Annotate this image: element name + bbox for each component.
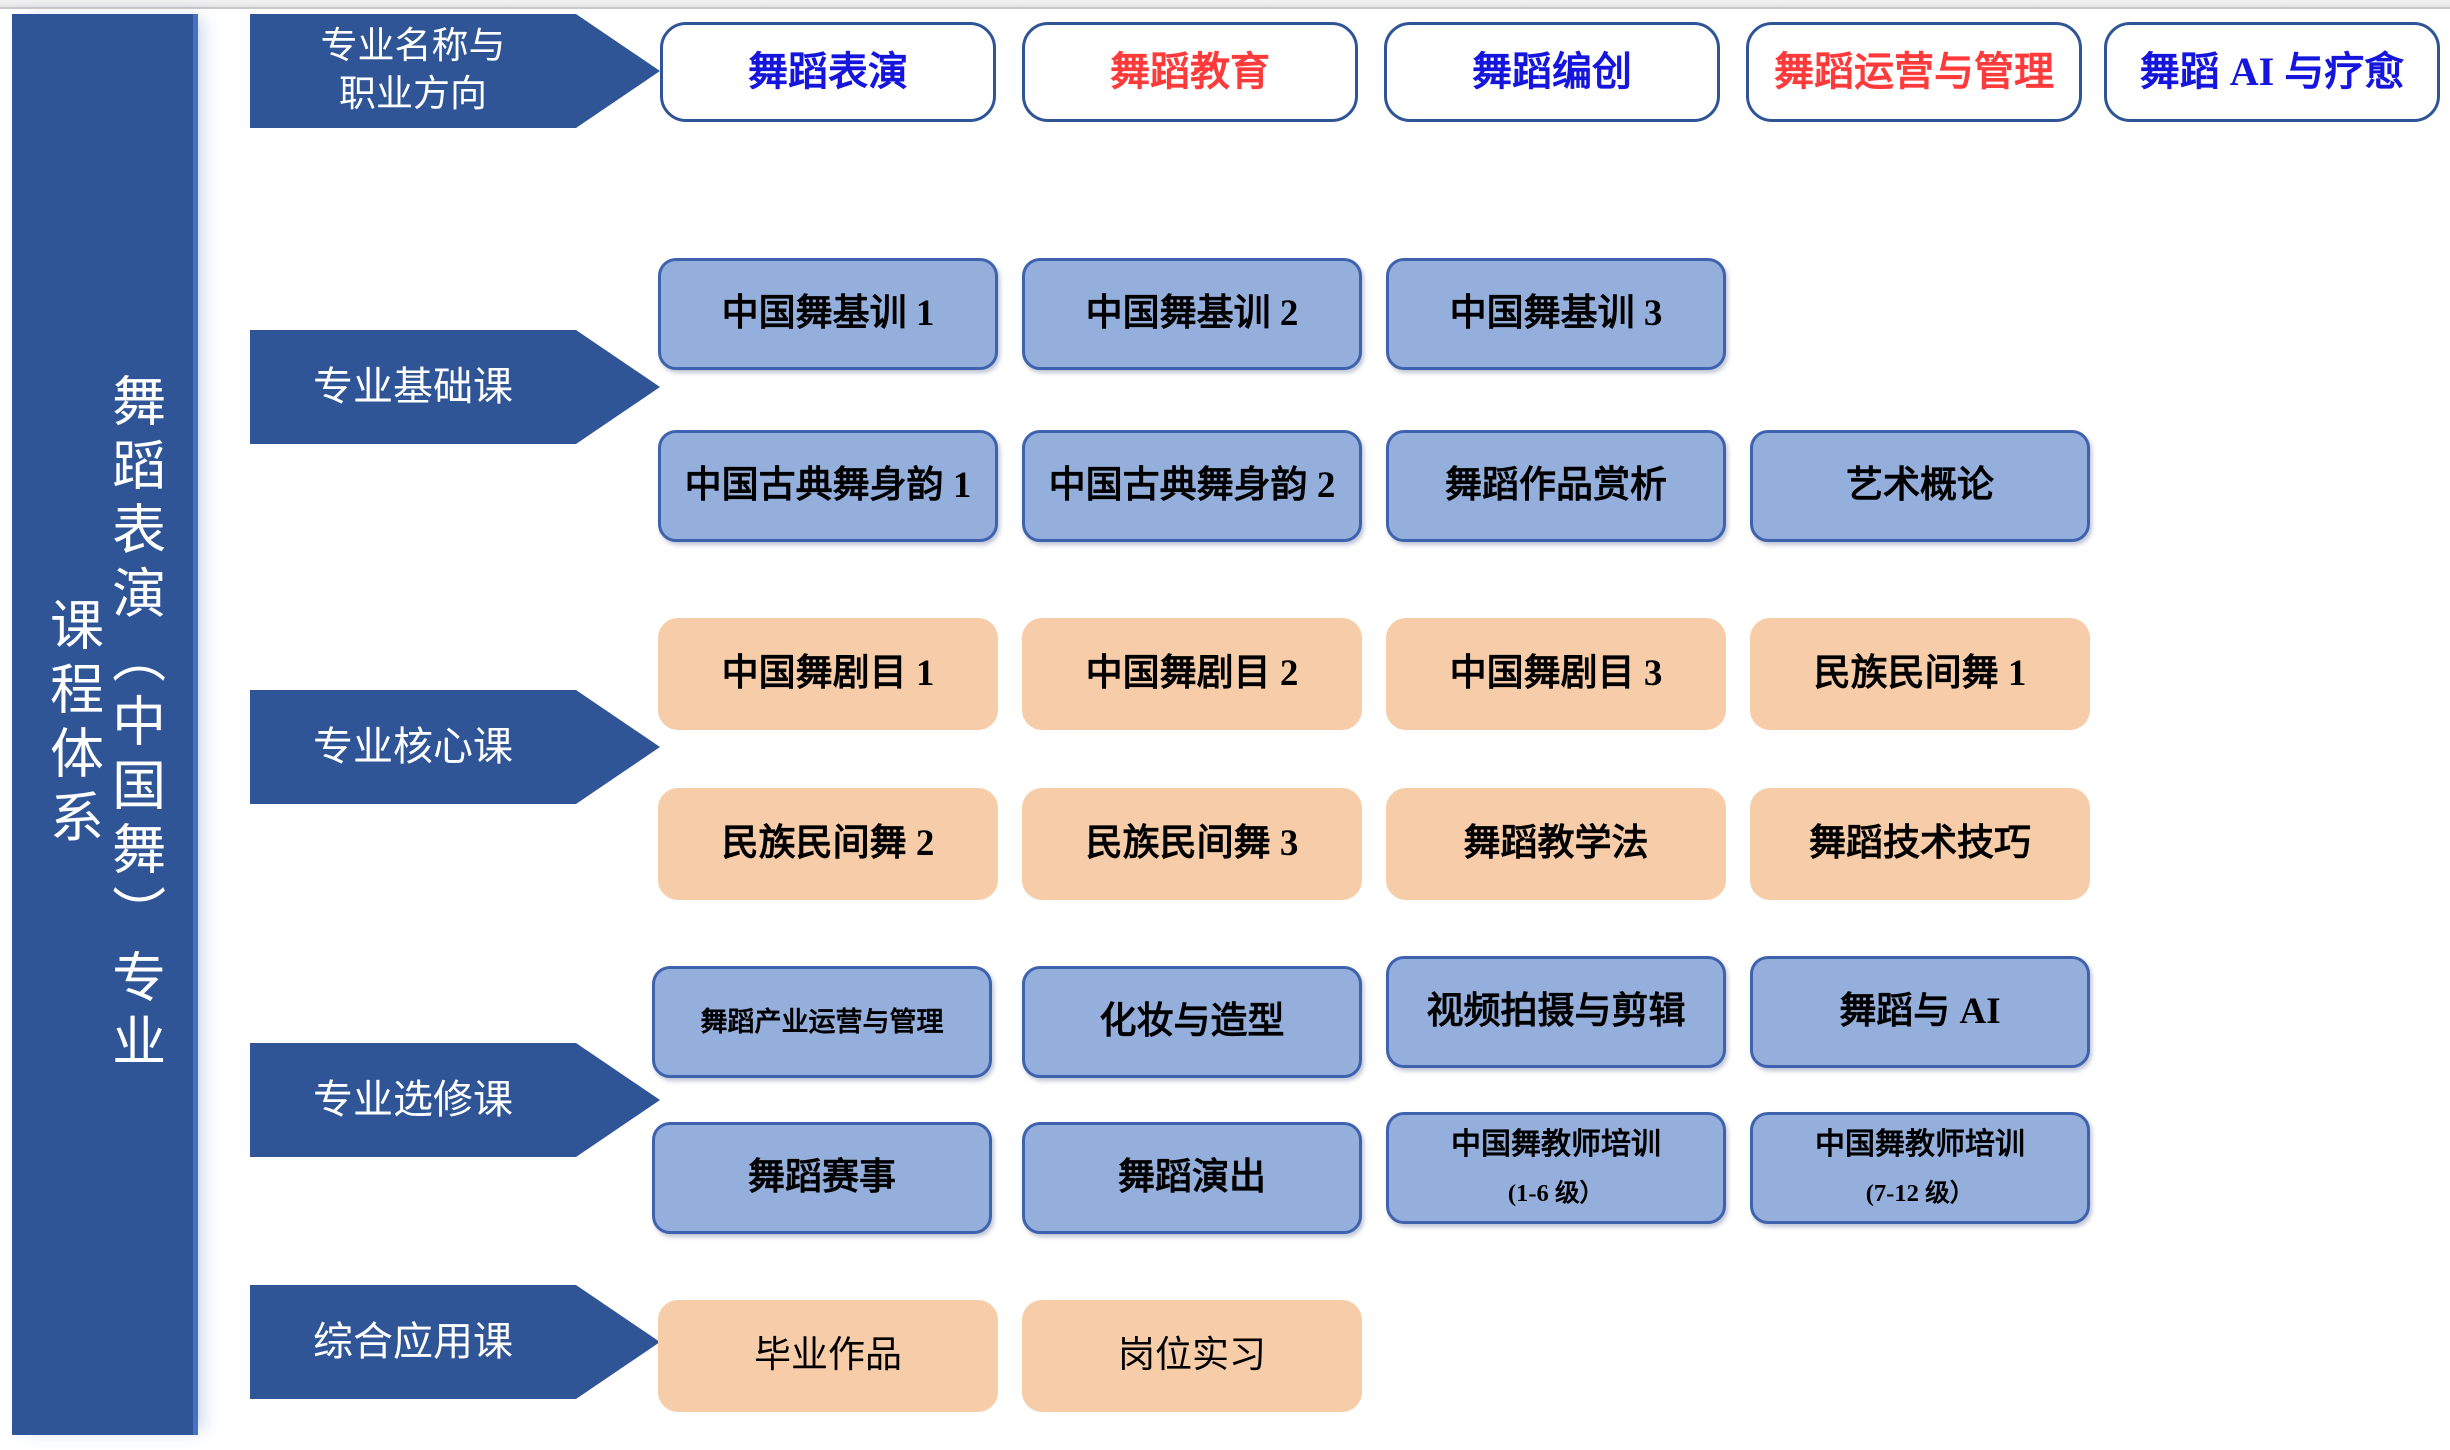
category-arrow-core-label: 专业核心课 (313, 724, 513, 769)
course-card-label: 舞蹈演出 (1118, 1157, 1266, 1199)
category-arrow-foundation[interactable]: 专业基础课 (250, 330, 660, 444)
category-arrow-applied[interactable]: 综合应用课 (250, 1285, 660, 1399)
course-card[interactable]: 舞蹈赛事 (652, 1122, 992, 1234)
course-card[interactable]: 舞蹈演出 (1022, 1122, 1362, 1234)
course-card[interactable]: 中国舞教师培训 (7-12 级） (1750, 1112, 2090, 1224)
course-card[interactable]: 舞蹈作品赏析 (1386, 430, 1726, 542)
category-arrow-elective-label: 专业选修课 (313, 1077, 513, 1122)
category-arrow-foundation-label: 专业基础课 (313, 364, 513, 409)
course-card-label: 中国古典舞身韵 2 (1048, 465, 1336, 507)
course-card[interactable]: 艺术概论 (1750, 430, 2090, 542)
course-card-label: 舞蹈赛事 (748, 1157, 896, 1199)
course-card-label: 民族民间舞 2 (721, 823, 935, 865)
course-card-sublabel: (7-12 级） (1865, 1180, 1975, 1208)
course-card-label: 舞蹈作品赏析 (1445, 465, 1667, 507)
course-card[interactable]: 视频拍摄与剪辑 (1386, 956, 1726, 1068)
course-card[interactable]: 中国舞基训 3 (1386, 258, 1726, 370)
course-card-label: 中国古典舞身韵 1 (684, 465, 972, 507)
course-card-label: 舞蹈教学法 (1463, 823, 1649, 865)
course-card-label: 化妆与造型 (1099, 1001, 1285, 1043)
course-card[interactable]: 中国舞基训 1 (658, 258, 998, 370)
direction-card[interactable]: 舞蹈运营与管理 (1746, 22, 2082, 122)
course-card-label: 中国舞基训 3 (1449, 293, 1663, 335)
direction-card-label: 舞蹈表演 (748, 49, 908, 95)
direction-card-label: 舞蹈教育 (1110, 49, 1270, 95)
course-card[interactable]: 舞蹈产业运营与管理 (652, 966, 992, 1078)
course-card-sublabel: (1-6 级） (1507, 1180, 1605, 1208)
direction-card[interactable]: 舞蹈 AI 与疗愈 (2104, 22, 2440, 122)
course-card-label: 毕业作品 (754, 1335, 902, 1377)
category-arrow-elective[interactable]: 专业选修课 (250, 1043, 660, 1157)
course-card[interactable]: 中国舞基训 2 (1022, 258, 1362, 370)
course-card[interactable]: 舞蹈教学法 (1386, 788, 1726, 900)
direction-card[interactable]: 舞蹈编创 (1384, 22, 1720, 122)
course-card-label: 中国舞基训 2 (1085, 293, 1299, 335)
direction-card-label: 舞蹈运营与管理 (1774, 49, 2054, 95)
course-card[interactable]: 中国古典舞身韵 1 (658, 430, 998, 542)
category-arrow-direction[interactable]: 专业名称与 职业方向 (250, 14, 660, 128)
course-card[interactable]: 岗位实习 (1022, 1300, 1362, 1412)
course-card-label: 艺术概论 (1846, 465, 1994, 507)
course-card[interactable]: 毕业作品 (658, 1300, 998, 1412)
course-card[interactable]: 中国舞剧目 3 (1386, 618, 1726, 730)
category-arrow-direction-label: 专业名称与 职业方向 (320, 25, 506, 115)
course-card-label: 中国舞剧目 1 (721, 653, 935, 695)
course-card-label: 中国舞剧目 3 (1449, 653, 1663, 695)
course-card-label: 中国舞教师培训 (1451, 1128, 1661, 1162)
course-card-label: 舞蹈技术技巧 (1809, 823, 2031, 865)
direction-card[interactable]: 舞蹈表演 (660, 22, 996, 122)
course-card[interactable]: 民族民间舞 1 (1750, 618, 2090, 730)
course-card[interactable]: 舞蹈与 AI (1750, 956, 2090, 1068)
course-card[interactable]: 中国古典舞身韵 2 (1022, 430, 1362, 542)
direction-card[interactable]: 舞蹈教育 (1022, 22, 1358, 122)
course-card[interactable]: 中国舞剧目 1 (658, 618, 998, 730)
direction-card-label: 舞蹈 AI 与疗愈 (2139, 49, 2405, 95)
direction-card-label: 舞蹈编创 (1472, 49, 1632, 95)
category-arrow-applied-label: 综合应用课 (313, 1319, 513, 1364)
program-title-bar: 舞蹈表演（中国舞）专业 课程体系 (12, 14, 198, 1435)
course-card-label: 民族民间舞 1 (1813, 653, 2027, 695)
course-card-label: 民族民间舞 3 (1085, 823, 1299, 865)
course-card-label: 舞蹈与 AI (1839, 991, 2001, 1033)
course-card[interactable]: 中国舞剧目 2 (1022, 618, 1362, 730)
course-card[interactable]: 舞蹈技术技巧 (1750, 788, 2090, 900)
category-arrow-core[interactable]: 专业核心课 (250, 690, 660, 804)
course-card[interactable]: 民族民间舞 3 (1022, 788, 1362, 900)
course-card[interactable]: 化妆与造型 (1022, 966, 1362, 1078)
course-card[interactable]: 中国舞教师培训 (1-6 级） (1386, 1112, 1726, 1224)
course-card[interactable]: 民族民间舞 2 (658, 788, 998, 900)
course-card-label: 岗位实习 (1118, 1335, 1266, 1377)
course-card-label: 中国舞基训 1 (721, 293, 935, 335)
program-title-text: 舞蹈表演（中国舞）专业 课程体系 (41, 372, 164, 1077)
course-card-label: 舞蹈产业运营与管理 (700, 1006, 944, 1037)
viewer-top-band (0, 0, 2450, 9)
course-card-label: 中国舞剧目 2 (1085, 653, 1299, 695)
course-card-label: 视频拍摄与剪辑 (1426, 991, 1686, 1033)
course-card-label: 中国舞教师培训 (1815, 1128, 2025, 1162)
